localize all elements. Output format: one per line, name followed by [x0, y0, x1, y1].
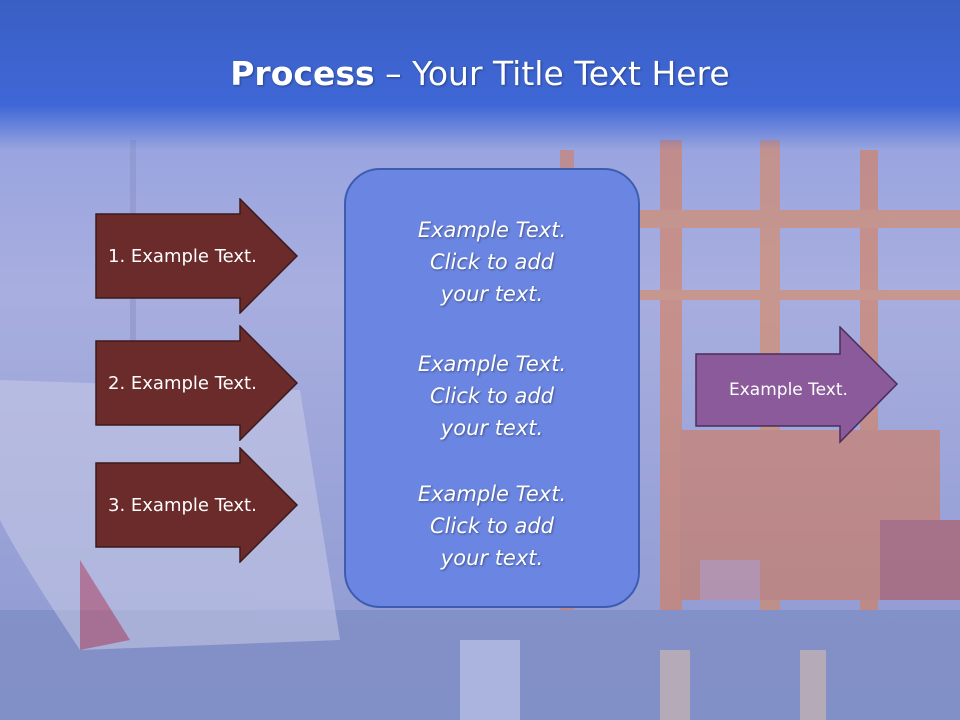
left-arrow-1[interactable]: 1. Example Text.: [95, 198, 300, 314]
center-item-2-line1: Example Text.: [417, 352, 567, 376]
center-item-2-line3: your text.: [440, 416, 544, 440]
title-band: [0, 0, 960, 150]
center-item-3-line3: your text.: [440, 546, 544, 570]
center-item-1-line1: Example Text.: [417, 218, 567, 242]
left-arrow-3-label: 3. Example Text.: [108, 494, 257, 516]
center-item-3-line1: Example Text.: [417, 482, 567, 506]
right-arrow-label: Example Text.: [729, 380, 848, 400]
left-arrow-2[interactable]: 2. Example Text.: [95, 325, 300, 441]
left-arrow-2-label: 2. Example Text.: [108, 372, 257, 394]
center-item-1-line2: Click to add: [429, 250, 554, 274]
center-item-3: Example Text. Click to add your text.: [346, 478, 638, 574]
left-arrow-1-label: 1. Example Text.: [108, 245, 257, 267]
center-item-1-line3: your text.: [440, 282, 544, 306]
center-item-2: Example Text. Click to add your text.: [346, 348, 638, 444]
center-item-2-line2: Click to add: [429, 384, 554, 408]
title-bold: Process: [230, 54, 375, 93]
center-item-3-line2: Click to add: [429, 514, 554, 538]
right-arrow[interactable]: Example Text.: [695, 326, 900, 444]
title-rest: – Your Title Text Here: [374, 54, 730, 93]
center-process-box[interactable]: Example Text. Click to add your text. Ex…: [344, 168, 640, 608]
slide-title[interactable]: Process – Your Title Text Here: [0, 52, 960, 96]
center-item-1: Example Text. Click to add your text.: [346, 214, 638, 310]
left-arrow-3[interactable]: 3. Example Text.: [95, 447, 300, 563]
